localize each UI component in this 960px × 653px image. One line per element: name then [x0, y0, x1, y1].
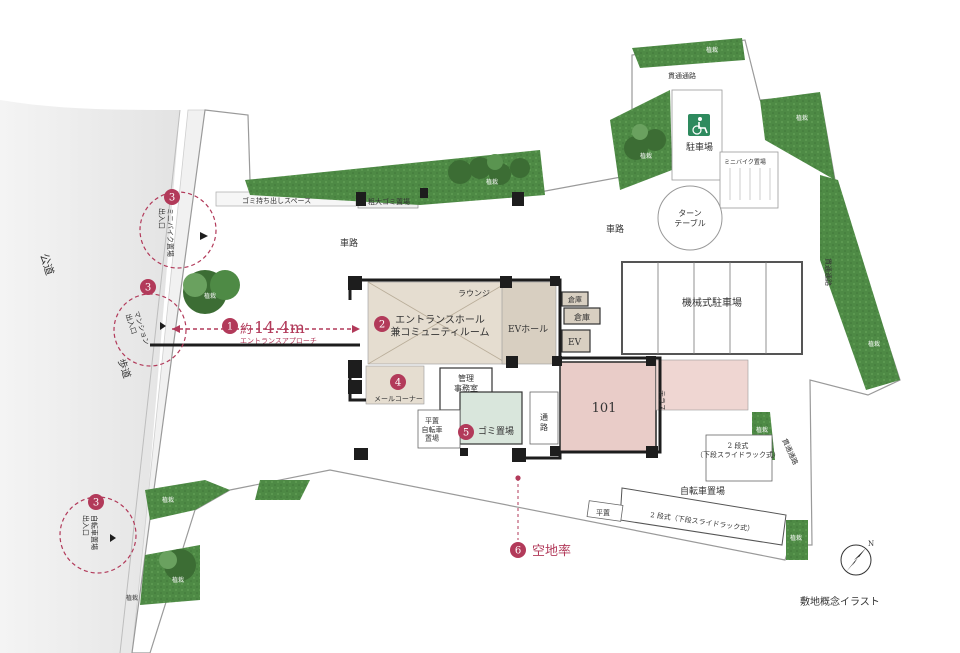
- illustration-caption: 敷地概念イラスト: [800, 595, 880, 608]
- storage2-label: 倉庫: [574, 312, 590, 322]
- public-road-label: 公道: [37, 252, 57, 277]
- planting-bottom-right: [786, 520, 808, 560]
- flat-bike-label: 平置自転車置場: [422, 417, 443, 443]
- planting-label-3: 植栽: [640, 152, 652, 160]
- north-arrow-icon: [840, 544, 872, 576]
- planting-right-top: [760, 92, 835, 180]
- through-path-right-label: 貫通通路: [824, 258, 833, 286]
- marker-number-open-space-ratio: 6: [515, 546, 521, 557]
- marker-number-approach: 1: [227, 322, 233, 333]
- marker-number-mail-corner: 4: [395, 378, 401, 389]
- garbage-room-label: ゴミ置場: [478, 425, 514, 437]
- driveway-top-label: 車路: [340, 237, 358, 249]
- marker-number-entrance-hall: 2: [379, 320, 385, 331]
- planting-label-8: 植栽: [790, 534, 802, 542]
- text-labels: 公道 歩道 ゴミ持ち出しスペース 粗大ゴミ置場 車路 車路 ターンテーブル 駐車…: [37, 46, 880, 608]
- marker-entrance-hall: [374, 316, 390, 332]
- parking-label: 駐車場: [686, 141, 713, 153]
- lounge-label: ラウンジ: [458, 289, 490, 298]
- minibike-entrance-arrow-icon: [200, 232, 208, 240]
- garbage-space-label: ゴミ持ち出しスペース: [242, 196, 311, 205]
- planting-label-7: 植栽: [756, 426, 768, 434]
- tree-cluster-top-right: [624, 124, 666, 160]
- mechanical-parking-dividers: [657, 262, 767, 354]
- marker-mail-corner: [390, 374, 406, 390]
- tree-approach: [183, 270, 240, 314]
- bicycle-entrance-arrow-icon: [110, 534, 116, 542]
- storage-area-1: [561, 291, 589, 307]
- marker-number-minibike-entrance: 3: [169, 193, 175, 204]
- planting-label-11: 植栽: [172, 576, 184, 584]
- minibike-racks: [729, 168, 771, 200]
- marker-number-bicycle-entrance: 3: [93, 498, 99, 509]
- minibike-entrance-label: ミニバイク置場出入口: [157, 208, 175, 257]
- two-tier-rack-a-label: 2 段式（下段スライドラック式）: [696, 441, 780, 459]
- bicycle-parking-rack-a: [705, 434, 773, 482]
- planting-label-2: 植栽: [486, 178, 498, 186]
- planting-label-4: 植栽: [706, 46, 718, 54]
- tree-bottom-left: [159, 549, 196, 581]
- planting-top: [632, 38, 745, 68]
- planting-right-long: [820, 175, 900, 390]
- planting-label-1: 植栽: [204, 292, 216, 300]
- minibike-parking-area: [719, 151, 779, 209]
- approach-distance-value: 14.4m: [254, 318, 305, 337]
- approach-distance-prefix: 約: [240, 321, 252, 336]
- marker-mansion-entrance: [140, 279, 156, 295]
- unit-101-label: 101: [592, 401, 617, 416]
- management-office-label: 管理事務室: [454, 373, 478, 393]
- structural-columns: [348, 188, 658, 462]
- ev-box: [561, 329, 591, 353]
- entrance-hall-label: エントランスホール兼コミュニティルーム: [390, 314, 489, 339]
- driveway-right-label: 車路: [606, 223, 624, 235]
- flat-bike-area: [417, 409, 461, 449]
- marker-bicycle-entrance: [88, 494, 104, 510]
- open-space-ratio-dot: [515, 475, 521, 481]
- mechanical-parking-label: 機械式駐車場: [682, 296, 742, 309]
- ev-label: EV: [568, 338, 582, 348]
- terrace-area: [655, 359, 749, 411]
- turntable-label: ターンテーブル: [674, 209, 706, 228]
- passage-label: 通路: [540, 412, 548, 432]
- through-path-top-label: 貫通通路: [668, 71, 696, 80]
- mail-corner-label: メールコーナー: [374, 395, 423, 403]
- planting-label-10: 植栽: [162, 496, 174, 504]
- turntable: [657, 185, 723, 251]
- marker-open-space-ratio: [510, 542, 526, 558]
- terrace-label: テラス: [658, 390, 666, 411]
- numbered-markers: 1 2 3 3 3 4 5 6: [88, 189, 526, 558]
- flat-parking-box: [586, 500, 624, 522]
- planting-label-9: 植栽: [126, 594, 138, 602]
- bicycle-parking-label: 自転車置場: [680, 485, 725, 497]
- mechanical-parking: [621, 261, 803, 355]
- approach-arrow: [150, 325, 360, 347]
- planting-left-center: [145, 480, 230, 520]
- marker-number-mansion-entrance: 3: [145, 283, 151, 294]
- marker-garbage-room: [458, 424, 474, 440]
- north-label: N: [868, 540, 874, 548]
- storage-area-2: [563, 307, 601, 325]
- bicycle-entrance-label: 自転車置場出入口: [81, 515, 99, 550]
- marker-number-garbage-room: 5: [463, 428, 469, 439]
- approach-label: エントランスアプローチ: [240, 337, 317, 345]
- marker-approach: [222, 318, 238, 334]
- storage1-label: 倉庫: [568, 295, 582, 304]
- building: [348, 188, 749, 462]
- marker-minibike-entrance: [164, 189, 180, 205]
- wheelchair-icon: [688, 114, 710, 136]
- flat-label: 平置: [596, 509, 610, 517]
- passage-area: [529, 391, 559, 445]
- planting-label-5: 植栽: [796, 114, 808, 122]
- planting-label-6: 植栽: [868, 340, 880, 348]
- open-space-ratio-label: 空地率: [532, 543, 571, 559]
- ev-hall-label: EVホール: [508, 324, 548, 335]
- planting-left-mid: [255, 480, 310, 500]
- mansion-entrance-arrow-icon: [160, 322, 166, 330]
- bulky-garbage-label: 粗大ゴミ置場: [368, 197, 410, 206]
- ev-hall-area: [501, 281, 557, 365]
- minibike-parking-label: ミニバイク置場: [724, 158, 766, 166]
- tree-cluster-top: [448, 154, 530, 185]
